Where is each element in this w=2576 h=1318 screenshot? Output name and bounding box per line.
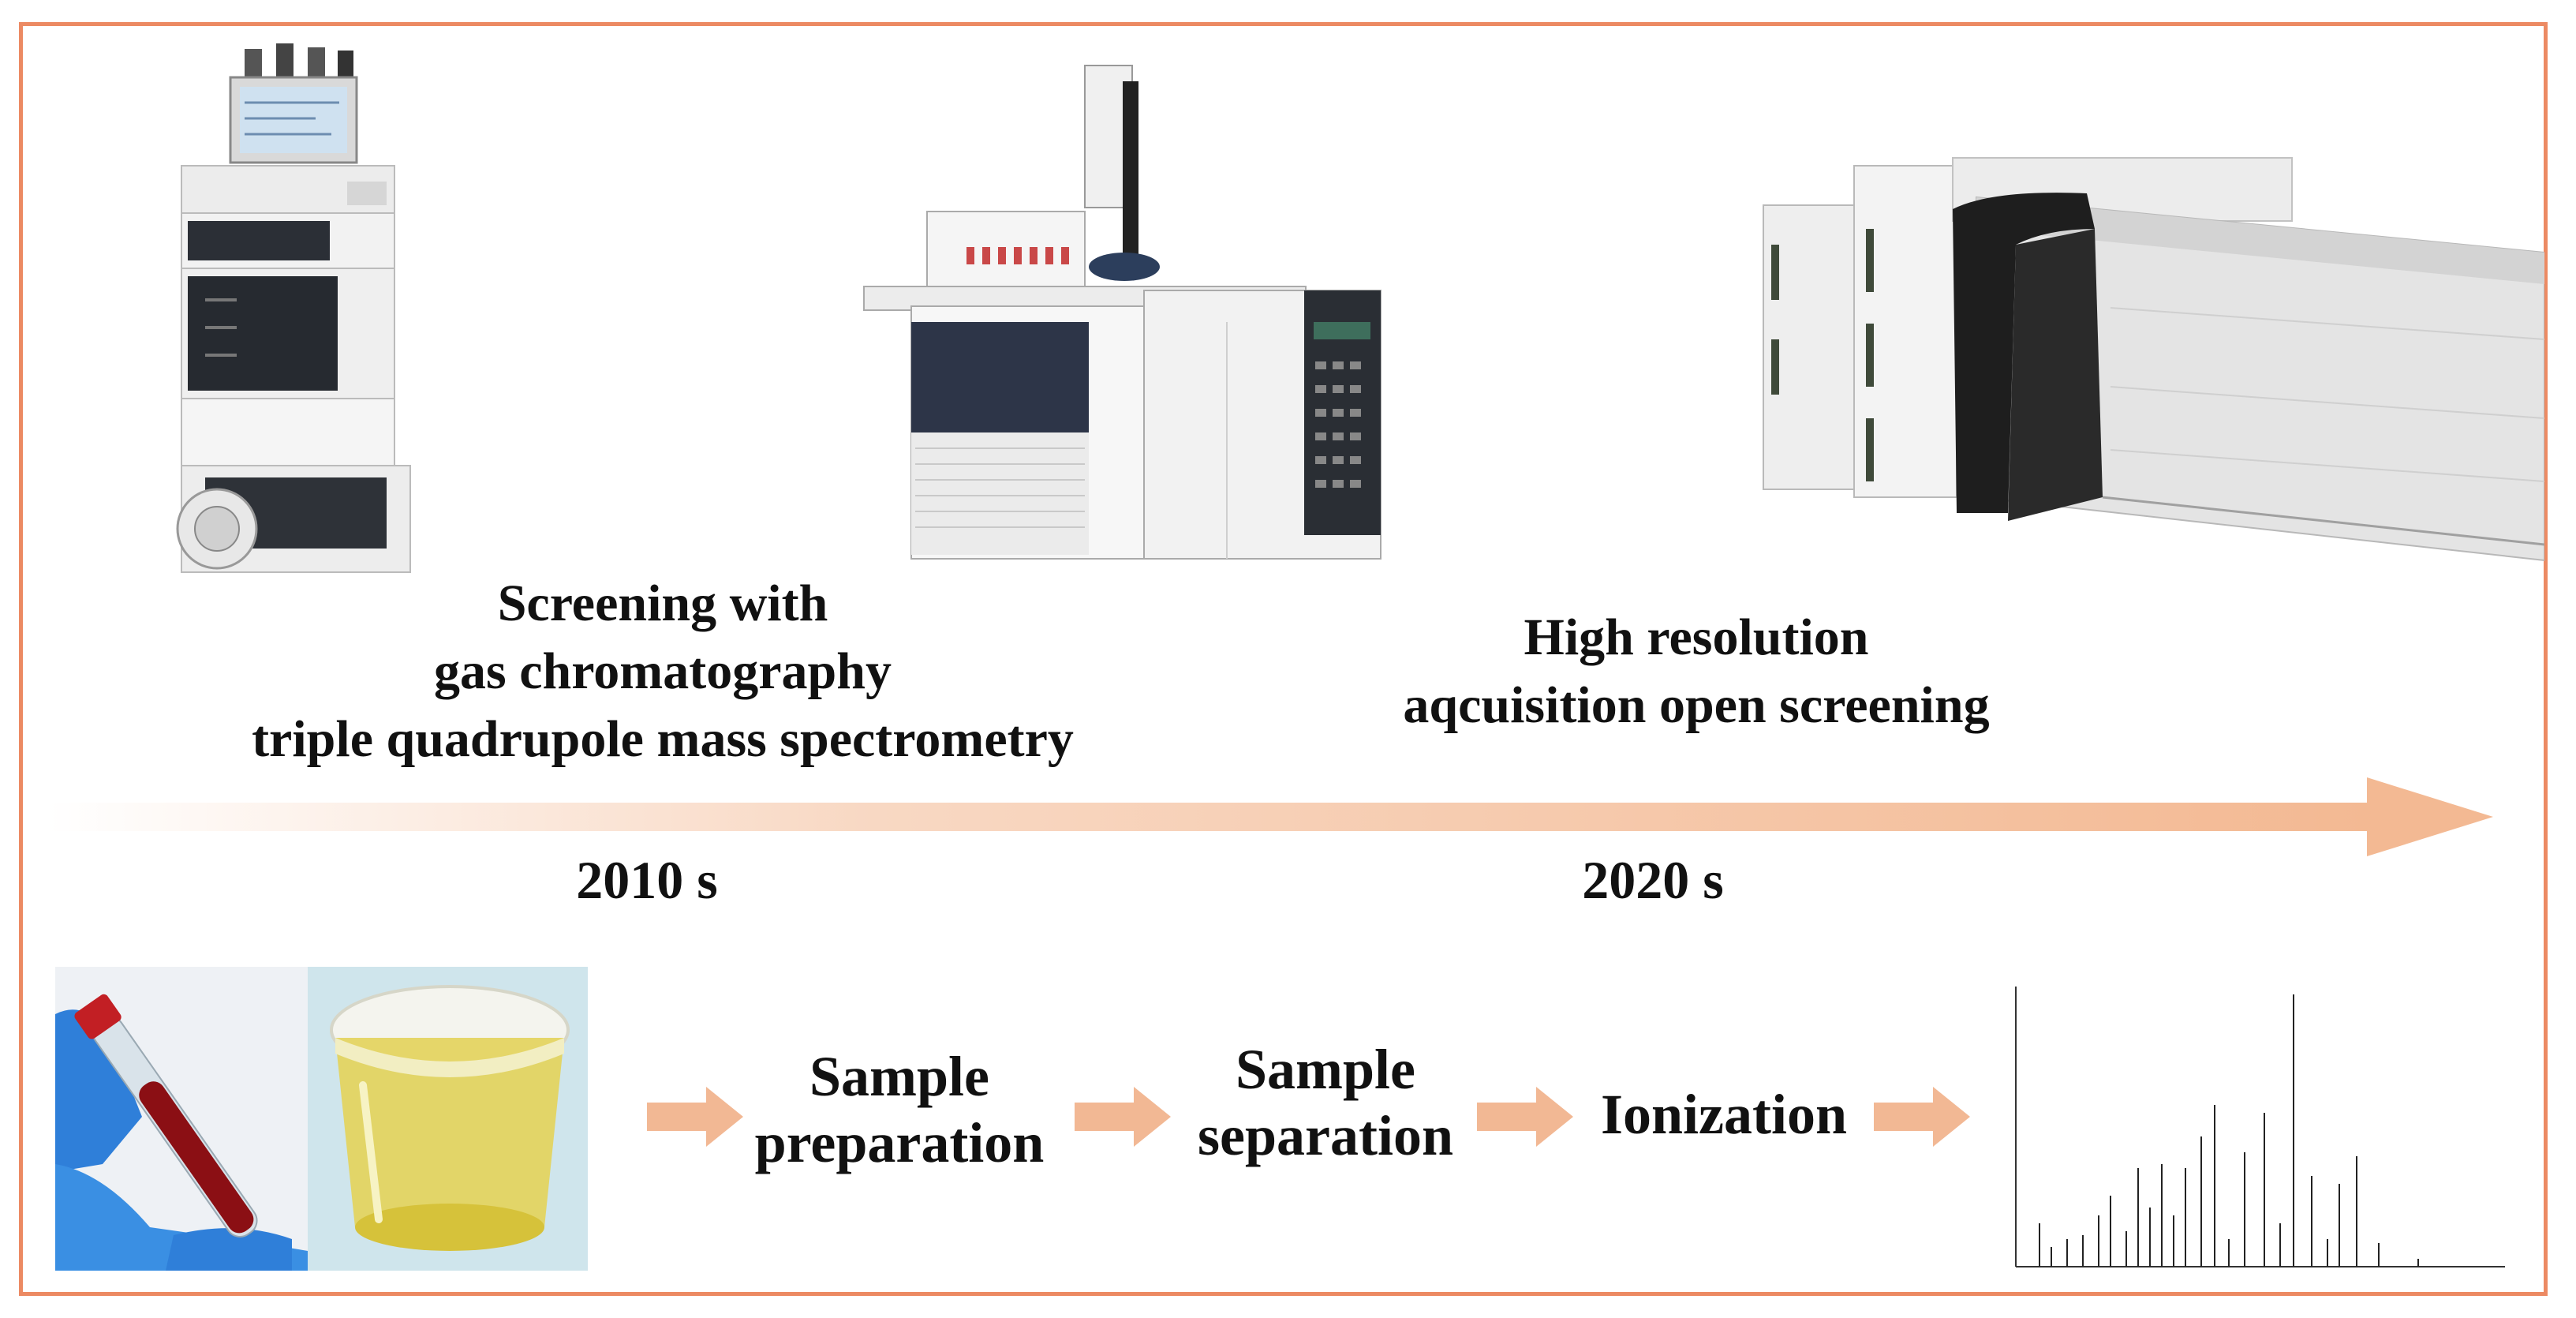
caption-line: gas chromatography xyxy=(434,642,892,700)
step-line: Sample xyxy=(1235,1038,1416,1101)
blood-tube-icon xyxy=(55,967,308,1271)
screening-gc-caption: Screening with gas chromatography triple… xyxy=(150,570,1176,773)
flow-arrow xyxy=(1874,1087,1970,1147)
figure-frame xyxy=(19,22,2548,1296)
step-line: separation xyxy=(1198,1104,1453,1167)
flow-arrow xyxy=(1075,1087,1171,1147)
sample-preparation-label: Sample preparation xyxy=(734,1043,1065,1176)
year-2020s: 2020 s xyxy=(1582,850,1724,910)
liquid-chromatograph-icon xyxy=(176,43,411,573)
flow-arrow xyxy=(1477,1087,1573,1147)
step-line: Sample xyxy=(809,1045,990,1108)
high-resolution-caption: High resolution aqcuisition open screeni… xyxy=(1302,604,2091,740)
caption-line: Screening with xyxy=(497,575,828,632)
caption-line: High resolution xyxy=(1524,608,1869,666)
step-line: preparation xyxy=(754,1111,1045,1174)
gc-mass-spectrometer-icon xyxy=(863,65,1381,560)
ionization-label: Ionization xyxy=(1600,1083,1848,1146)
caption-line: aqcuisition open screening xyxy=(1403,676,1990,734)
flow-arrow xyxy=(647,1087,743,1147)
caption-line: triple quadrupole mass spectrometry xyxy=(252,710,1074,768)
year-2010s: 2010 s xyxy=(576,850,718,910)
urine-cup-icon xyxy=(308,967,588,1271)
high-resolution-ms-icon xyxy=(1763,157,2544,562)
timeline-arrow xyxy=(47,777,2493,856)
sample-separation-label: Sample separation xyxy=(1168,1036,1483,1169)
mass-spectrum-icon xyxy=(2015,987,2505,1267)
